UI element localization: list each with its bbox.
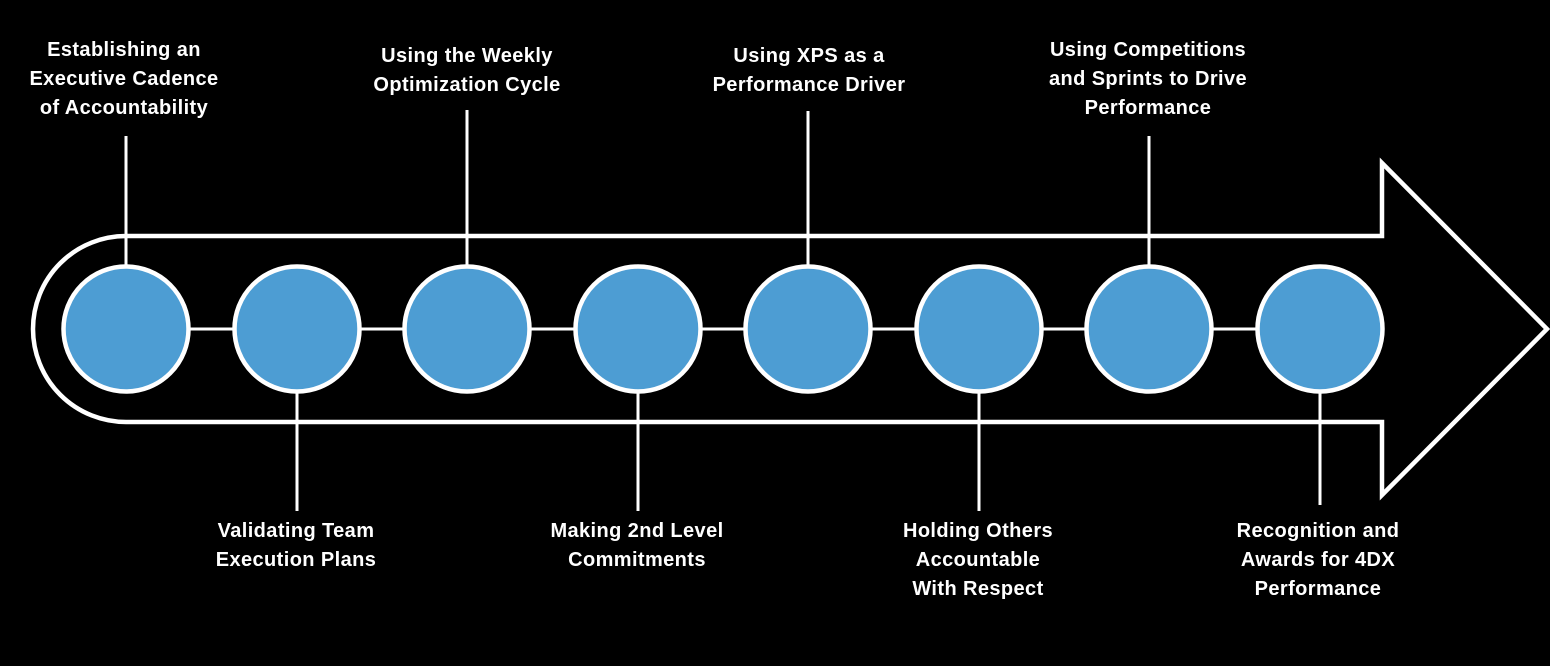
stage-circle-5 bbox=[743, 264, 873, 394]
stage-label-3: Using the Weekly Optimization Cycle bbox=[373, 45, 561, 96]
stage-circle-7 bbox=[1084, 264, 1214, 394]
stage-circle-3 bbox=[402, 264, 532, 394]
stage-circle-8 bbox=[1255, 264, 1385, 394]
stage-label-1: Establishing an Executive Cadence of Acc… bbox=[29, 39, 219, 119]
stage-label-7: Using Competitions and Sprints to Drive … bbox=[1048, 39, 1248, 119]
stage-label-6: Holding Others Accountable With Respect bbox=[902, 520, 1054, 600]
stage-circle-1 bbox=[61, 264, 191, 394]
stage-label-5: Using XPS as a Performance Driver bbox=[712, 45, 906, 96]
stage-label-4: Making 2nd Level Commitments bbox=[550, 520, 724, 571]
stage-circle-2 bbox=[232, 264, 362, 394]
arrow-outline bbox=[30, 157, 1550, 501]
stage-label-8: Recognition and Awards for 4DX Performan… bbox=[1236, 520, 1400, 600]
stage-circle-6 bbox=[914, 264, 1044, 394]
stage-circle-4 bbox=[573, 264, 703, 394]
stage-label-2: Validating Team Execution Plans bbox=[215, 520, 377, 571]
